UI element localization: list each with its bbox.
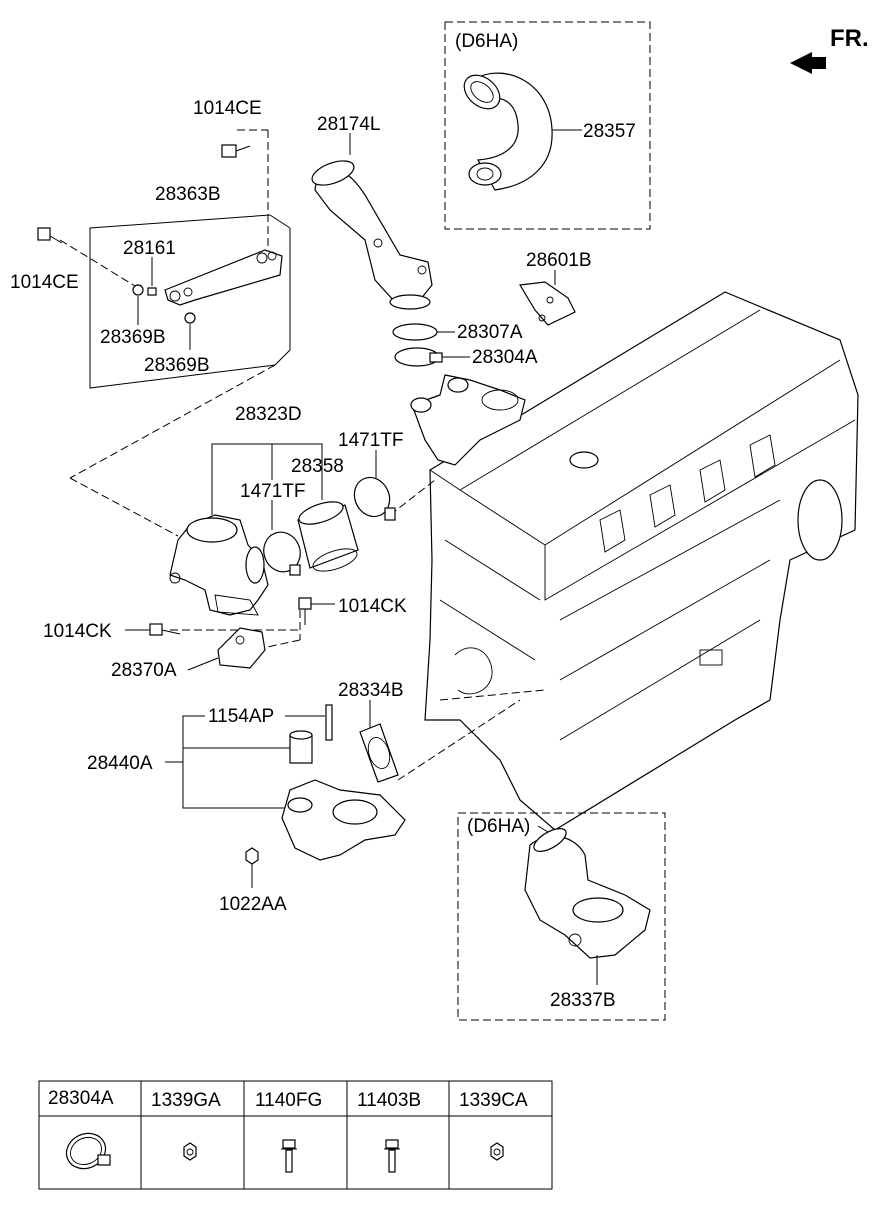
part-28370A-bracket bbox=[217, 627, 266, 669]
table-header-col-5: 1339CA bbox=[459, 1090, 528, 1111]
flange-bolt-icon bbox=[281, 1139, 297, 1173]
callout-28304A: 28304A bbox=[472, 347, 538, 368]
flange-bolt-icon bbox=[384, 1139, 400, 1173]
callout-28337B: 28337B bbox=[550, 990, 616, 1011]
part-28440A-thermostat-housing bbox=[281, 779, 406, 861]
part-28307A-o-ring bbox=[392, 323, 438, 341]
callout-1014CE-top: 1014CE bbox=[193, 98, 262, 119]
hose-clamp-icon bbox=[65, 1132, 111, 1170]
callout-28357: 28357 bbox=[583, 121, 636, 142]
variant-box-top-label: (D6HA) bbox=[455, 31, 518, 52]
callout-28440A: 28440A bbox=[87, 753, 153, 774]
spacer-28161 bbox=[147, 287, 157, 296]
part-28323D-throttle-housing bbox=[169, 514, 269, 616]
callout-28174L: 28174L bbox=[317, 114, 380, 135]
callout-1014CK-left: 1014CK bbox=[43, 621, 112, 642]
part-28334B-gasket bbox=[359, 723, 399, 783]
variant-box-bottom bbox=[457, 812, 666, 1021]
part-28337B-outlet-housing bbox=[524, 828, 651, 959]
bolt-1014CE-top bbox=[221, 144, 251, 158]
variant-box-bottom-label: (D6HA) bbox=[467, 816, 530, 837]
parts-table: 28304A 1339GA 1140FG 11403B 1339CA bbox=[38, 1080, 553, 1190]
callout-1471TF-b: 1471TF bbox=[240, 481, 305, 502]
nut-icon bbox=[183, 1142, 197, 1161]
direction-label: FR. bbox=[830, 25, 869, 52]
table-header-col-1: 28304A bbox=[48, 1088, 114, 1109]
part-28358-hose bbox=[297, 501, 359, 572]
callout-28323D: 28323D bbox=[235, 404, 302, 425]
engine-cylinder-block bbox=[424, 291, 859, 831]
table-header-col-3: 1140FG bbox=[255, 1090, 322, 1111]
callout-1022AA: 1022AA bbox=[219, 894, 287, 915]
variant-box-top bbox=[444, 21, 651, 230]
washer-28369B-a bbox=[132, 284, 144, 296]
part-28304A-hose-clamp bbox=[394, 347, 443, 367]
part-28357-elbow-hose bbox=[463, 72, 553, 191]
callout-28161: 28161 bbox=[123, 238, 176, 259]
callout-28369B-b: 28369B bbox=[144, 355, 210, 376]
part-28363B-bracket bbox=[164, 249, 283, 306]
callout-28601B: 28601B bbox=[526, 250, 592, 271]
part-28174L-intake-pipe bbox=[311, 160, 433, 310]
bolt-1014CK-right bbox=[298, 597, 312, 625]
nut-icon bbox=[490, 1142, 504, 1161]
thermostat-cap bbox=[289, 730, 313, 764]
callout-28363B: 28363B bbox=[155, 184, 221, 205]
coolant-outlet-elbow bbox=[410, 374, 526, 466]
part-28601B-bracket bbox=[519, 281, 576, 326]
callout-1014CK-right: 1014CK bbox=[338, 596, 407, 617]
callout-1014CE-left: 1014CE bbox=[10, 272, 79, 293]
part-1471TF-clamp-b bbox=[353, 476, 391, 518]
table-header-col-2: 1339GA bbox=[151, 1090, 221, 1111]
callout-28369B-a: 28369B bbox=[100, 327, 166, 348]
callout-1154AP: 1154AP bbox=[208, 706, 274, 727]
front-direction-arrow-icon bbox=[790, 52, 826, 74]
part-1471TF-clamp-a bbox=[263, 531, 301, 573]
bolt-1014CE-left bbox=[37, 227, 63, 244]
stud-1154AP bbox=[325, 704, 333, 741]
nut-1022AA bbox=[245, 847, 259, 865]
callout-1471TF-a: 1471TF bbox=[338, 430, 403, 451]
callout-28358: 28358 bbox=[291, 456, 344, 477]
callout-28370A: 28370A bbox=[111, 660, 177, 681]
washer-28369B-b bbox=[184, 312, 196, 324]
bracket-assembly-box bbox=[89, 214, 276, 389]
table-header-col-4: 11403B bbox=[357, 1090, 421, 1111]
callout-28334B: 28334B bbox=[338, 680, 404, 701]
callout-28307A: 28307A bbox=[457, 322, 523, 343]
